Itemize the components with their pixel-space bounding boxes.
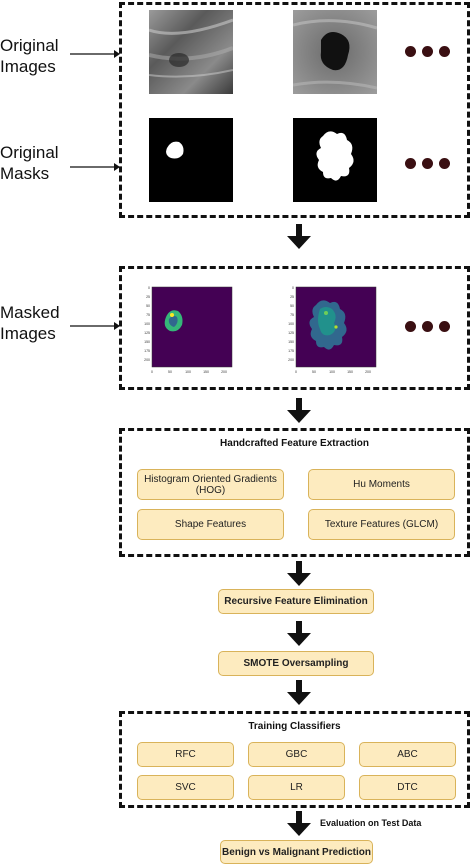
x-tick-label: 150: [347, 370, 353, 374]
original-images-label: Original Images: [0, 36, 59, 76]
ellipsis-dot: [422, 158, 433, 169]
x-tick-label: 100: [185, 370, 191, 374]
arrow-right-icon: [70, 163, 120, 171]
more-masked-ellipsis: [405, 321, 450, 332]
ellipsis-dot: [422, 46, 433, 57]
more-images-ellipsis: [405, 46, 450, 57]
rfe-box: Recursive Feature Elimination: [218, 589, 374, 614]
feature-extraction-panel: [119, 428, 470, 557]
arrow-down-icon: [287, 561, 311, 586]
ultrasound-image-1: [149, 10, 233, 94]
ellipsis-dot: [405, 321, 416, 332]
mask-image-1: [149, 118, 233, 202]
feature-extraction-title: Handcrafted Feature Extraction: [220, 438, 369, 449]
classifier-dtc-box: DTC: [359, 775, 456, 800]
ellipsis-dot: [422, 321, 433, 332]
ellipsis-dot: [405, 46, 416, 57]
x-tick-label: 0: [151, 370, 153, 374]
ellipsis-dot: [439, 158, 450, 169]
arrow-down-icon: [287, 811, 311, 836]
x-tick-label: 100: [329, 370, 335, 374]
y-tick-label: 0: [292, 286, 294, 290]
hu-moments-box: Hu Moments: [308, 469, 455, 500]
arrow-down-icon: [287, 680, 311, 705]
y-tick-label: 100: [288, 322, 294, 326]
x-tick-label: 50: [312, 370, 316, 374]
y-tick-label: 150: [288, 340, 294, 344]
mask-image-2: [293, 118, 377, 202]
hog-box: Histogram Oriented Gradients (HOG): [137, 469, 284, 500]
y-tick-label: 175: [288, 349, 294, 353]
masked-image-plot-1: 0 25 50 75 100 125 150 175 200 0 50 100 …: [144, 286, 233, 374]
arrow-right-icon: [70, 50, 120, 58]
arrow-down-icon: [287, 224, 311, 249]
y-tick-label: 150: [144, 340, 150, 344]
more-masks-ellipsis: [405, 158, 450, 169]
ellipsis-dot: [439, 46, 450, 57]
x-tick-label: 200: [365, 370, 371, 374]
y-tick-label: 200: [288, 358, 294, 362]
shape-features-box: Shape Features: [137, 509, 284, 540]
classifier-abc-box: ABC: [359, 742, 456, 767]
arrow-down-icon: [287, 621, 311, 646]
x-tick-label: 50: [168, 370, 172, 374]
y-tick-label: 0: [148, 286, 150, 290]
classifier-svc-box: SVC: [137, 775, 234, 800]
y-tick-label: 200: [144, 358, 150, 362]
masked-images-panel: [119, 266, 470, 390]
y-tick-label: 75: [146, 313, 150, 317]
final-prediction-box: Benign vs Malignant Prediction: [220, 840, 373, 864]
x-tick-label: 0: [295, 370, 297, 374]
y-tick-label: 50: [290, 304, 294, 308]
masked-image-plot-2: 0 25 50 75 100 125 150 175 200 0 50 100 …: [288, 286, 377, 374]
training-classifiers-panel: [119, 711, 470, 808]
evaluation-label: Evaluation on Test Data: [320, 818, 422, 828]
y-tick-label: 175: [144, 349, 150, 353]
smote-box: SMOTE Oversampling: [218, 651, 374, 676]
y-tick-label: 100: [144, 322, 150, 326]
y-tick-label: 75: [290, 313, 294, 317]
classifier-rfc-box: RFC: [137, 742, 234, 767]
classifier-gbc-box: GBC: [248, 742, 345, 767]
y-tick-label: 25: [290, 295, 294, 299]
ultrasound-image-2: [293, 10, 377, 94]
x-tick-label: 200: [221, 370, 227, 374]
texture-features-box: Texture Features (GLCM): [308, 509, 455, 540]
y-tick-label: 125: [144, 331, 150, 335]
input-data-panel: [119, 2, 470, 218]
classifier-lr-box: LR: [248, 775, 345, 800]
x-tick-label: 150: [203, 370, 209, 374]
original-masks-label: Original Masks: [0, 143, 59, 183]
y-tick-label: 25: [146, 295, 150, 299]
ellipsis-dot: [439, 321, 450, 332]
training-classifiers-title: Training Classifiers: [248, 721, 341, 732]
arrow-down-icon: [287, 398, 311, 423]
y-tick-label: 50: [146, 304, 150, 308]
arrow-right-icon: [70, 322, 120, 330]
ellipsis-dot: [405, 158, 416, 169]
masked-images-label: Masked Images: [0, 303, 60, 343]
y-tick-label: 125: [288, 331, 294, 335]
